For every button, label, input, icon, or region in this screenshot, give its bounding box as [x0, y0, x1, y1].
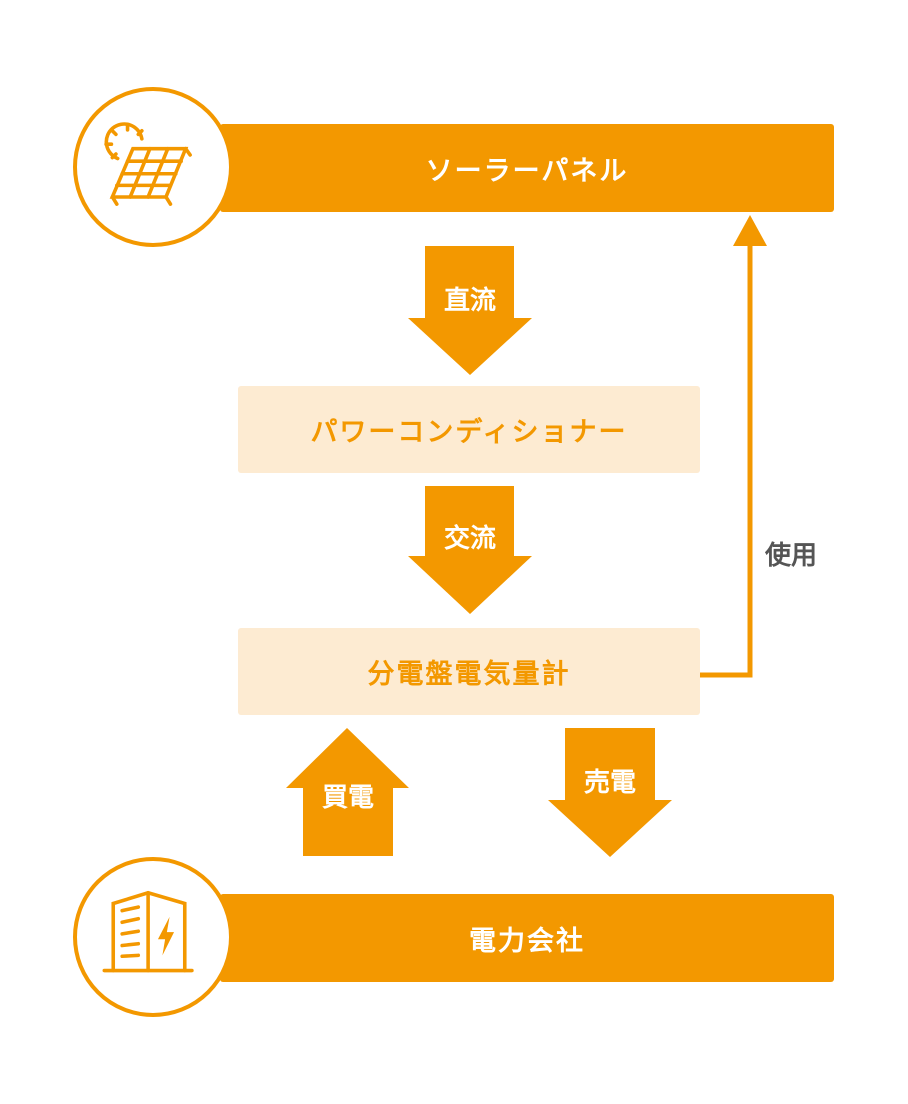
- power-conditioner-box: パワーコンディショナー: [238, 386, 700, 473]
- distribution-board-box: 分電盤電気量計: [238, 628, 700, 715]
- power-company-bar: 電力会社: [220, 894, 834, 982]
- use-arrowhead: [733, 215, 767, 246]
- solar-panel-label: ソーラーパネル: [425, 155, 629, 187]
- distribution-board-label: 分電盤電気量計: [367, 659, 571, 690]
- use-line: [700, 240, 753, 678]
- power-plant-building-icon: [73, 857, 233, 1017]
- use-label: 使用: [764, 541, 817, 571]
- arrow-ac: [408, 486, 532, 614]
- solar-panel-icon: [73, 87, 233, 247]
- power-company-label: 電力会社: [469, 925, 585, 957]
- ac-label: 交流: [443, 524, 496, 554]
- sell-label: 売電: [583, 768, 636, 798]
- power-conditioner-label: パワーコンディショナー: [310, 417, 628, 448]
- buy-label: 買電: [321, 783, 374, 813]
- arrow-sell: [548, 728, 672, 857]
- arrow-buy: [286, 728, 409, 856]
- dc-label: 直流: [443, 286, 496, 316]
- arrow-dc: [408, 246, 532, 375]
- solar-panel-bar: ソーラーパネル: [220, 124, 834, 212]
